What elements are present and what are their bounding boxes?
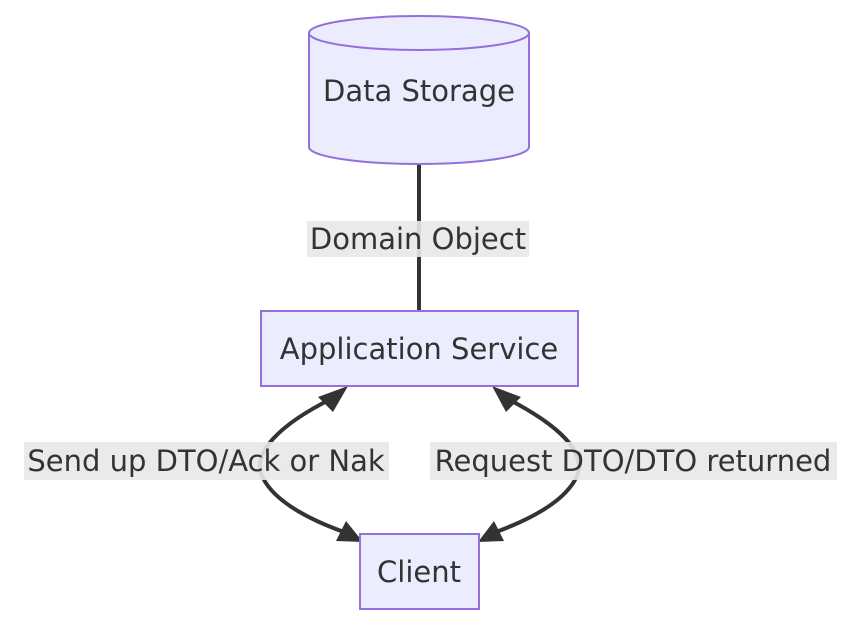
rect-shape: [359, 533, 480, 610]
node-label: Client: [377, 555, 461, 589]
edge-label-background: [307, 221, 529, 257]
node-application-service[interactable]: Application Service: [260, 310, 579, 387]
edge-storage-to-service: Domain Object: [307, 164, 529, 310]
node-label: Data Storage: [323, 74, 515, 108]
cylinder-top-rim: [308, 32, 530, 51]
node-data-storage[interactable]: Data Storage: [308, 15, 530, 165]
edge-label-background: [430, 442, 837, 480]
arrowhead-up-icon: [492, 386, 521, 412]
edge-label-send-up-dto: Send up DTO/Ack or Nak: [27, 444, 385, 478]
edge-client-service-right: Request DTO/DTO returned: [430, 386, 837, 542]
edge-label-domain-object: Domain Object: [310, 222, 526, 256]
arrowhead-down-icon: [478, 521, 504, 542]
rect-shape: [260, 310, 579, 387]
edge-label-background: [24, 442, 389, 480]
node-label: Application Service: [280, 332, 558, 366]
edge-label-request-dto: Request DTO/DTO returned: [435, 444, 832, 478]
arrowhead-up-icon: [318, 386, 348, 412]
arrowhead-down-icon: [336, 521, 363, 542]
edge-client-service-left: Send up DTO/Ack or Nak: [24, 386, 389, 542]
node-client[interactable]: Client: [359, 533, 480, 610]
cylinder-shape: [308, 15, 530, 165]
